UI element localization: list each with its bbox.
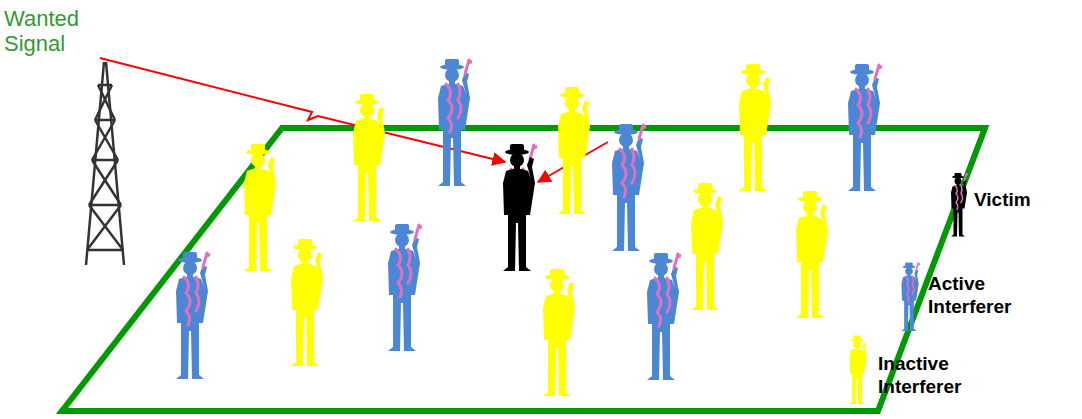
signal-label: Wanted Signal [4, 6, 114, 56]
active-interferers [176, 59, 880, 380]
legend-entry: Active Interferer [928, 272, 1048, 318]
base-station-tower [86, 62, 124, 265]
victim-figure [503, 144, 535, 271]
legend-entry: Inactive Interferer [878, 352, 1008, 398]
legend-entry: Victim [974, 188, 1074, 211]
legend-label: Victim [974, 188, 1074, 211]
area-outline [62, 128, 985, 411]
inactive-interferers [244, 64, 828, 396]
legend-label: Active Interferer [928, 272, 1048, 318]
phones [184, 60, 883, 326]
legend-label: Inactive Interferer [878, 352, 1008, 398]
